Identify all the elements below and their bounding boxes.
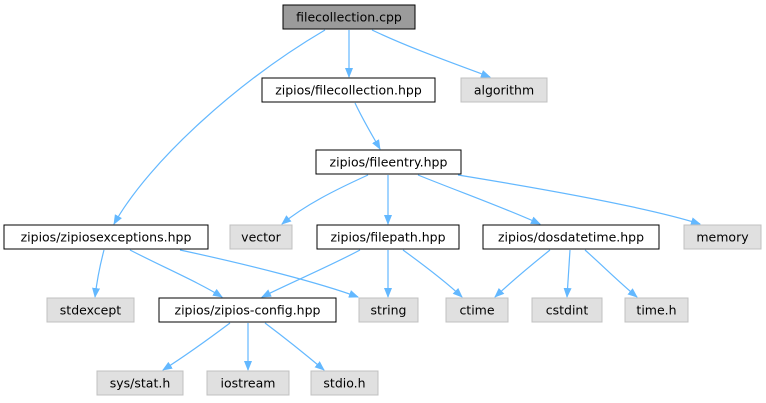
node-box [358, 297, 419, 323]
node-box [624, 297, 689, 323]
node-label: zipios/dosdatetime.hpp [498, 230, 644, 245]
node-string: string [358, 297, 419, 323]
edges-layer [92, 29, 701, 371]
edge-arrow [584, 249, 638, 298]
edge-zipios_config_hpp-to-stdio_h [264, 322, 325, 371]
edge-arrow [162, 322, 231, 371]
node-label: algorithm [474, 83, 534, 98]
edge-zipios_dosdatetime_hpp-to-ctime [494, 249, 551, 298]
node-stdexcept: stdexcept [46, 297, 135, 323]
node-zipios_zipiosexceptions_hpp[interactable]: zipios/zipiosexceptions.hpp [3, 224, 209, 250]
node-label: zipios/fileentry.hpp [330, 155, 448, 170]
edge-zipios_fileentry_hpp-to-vector [281, 174, 369, 225]
node-vector: vector [229, 224, 293, 250]
node-label: iostream [221, 376, 276, 391]
edge-arrow [129, 249, 223, 298]
edge-zipios_dosdatetime_hpp-to-cstdint [563, 249, 572, 298]
node-label: ctime [459, 303, 494, 318]
node-label: stdexcept [60, 303, 121, 318]
edge-arrow [457, 174, 701, 226]
edge-arrow [563, 249, 572, 298]
node-algorithm: algorithm [460, 77, 548, 103]
node-zipios_config_hpp[interactable]: zipios/zipios-config.hpp [158, 297, 337, 323]
node-cstdint: cstdint [531, 297, 603, 323]
node-label: zipios/filecollection.hpp [275, 83, 422, 98]
edge-zipios_fileentry_hpp-to-memory [457, 174, 701, 226]
node-label: filecollection.cpp [296, 10, 402, 25]
node-box [229, 224, 293, 250]
node-zipios_filepath_hpp[interactable]: zipios/filepath.hpp [316, 224, 460, 250]
edge-arrow [264, 322, 325, 371]
edge-arrow [354, 102, 381, 150]
edge-arrow [92, 249, 105, 298]
node-sys_stat_h: sys/stat.h [96, 370, 184, 396]
node-time_h: time.h [624, 297, 689, 323]
node-label: time.h [636, 303, 676, 318]
node-box [282, 4, 416, 30]
edge-arrow [113, 29, 326, 225]
node-box [310, 370, 379, 396]
node-box [460, 77, 548, 103]
node-box [316, 224, 460, 250]
node-zipios_dosdatetime_hpp[interactable]: zipios/dosdatetime.hpp [482, 224, 660, 250]
edge-filecollection_cpp-to-algorithm [371, 29, 491, 78]
node-label: stdio.h [323, 376, 365, 391]
edge-arrow [179, 249, 359, 298]
node-box [445, 297, 509, 323]
edge-arrow [281, 174, 369, 225]
node-label: zipios/filepath.hpp [330, 230, 445, 245]
node-ctime: ctime [445, 297, 509, 323]
node-label: sys/stat.h [110, 376, 171, 391]
node-label: zipios/zipiosexceptions.hpp [21, 230, 192, 245]
node-label: memory [696, 230, 749, 245]
node-label: vector [241, 230, 282, 245]
node-box [158, 297, 337, 323]
edge-zipios_fileentry_hpp-to-zipios_dosdatetime_hpp [417, 174, 541, 225]
edge-zipios_zipiosexceptions_hpp-to-stdexcept [92, 249, 105, 298]
edge-zipios_zipiosexceptions_hpp-to-string [179, 249, 359, 298]
edge-zipios_zipiosexceptions_hpp-to-zipios_config_hpp [129, 249, 223, 298]
edge-zipios_filepath_hpp-to-ctime [402, 249, 463, 298]
edge-arrow [494, 249, 551, 298]
node-box [206, 370, 290, 396]
node-box [46, 297, 135, 323]
node-box [96, 370, 184, 396]
node-box [482, 224, 660, 250]
node-box [261, 77, 436, 103]
node-box [531, 297, 603, 323]
node-label: string [371, 303, 407, 318]
node-zipios_fileentry_hpp[interactable]: zipios/fileentry.hpp [315, 149, 462, 175]
edge-arrow [371, 29, 491, 78]
node-box [315, 149, 462, 175]
edge-zipios_config_hpp-to-sys_stat_h [162, 322, 231, 371]
edge-arrow [402, 249, 463, 298]
edge-zipios_dosdatetime_hpp-to-time_h [584, 249, 638, 298]
node-box [3, 224, 209, 250]
node-iostream: iostream [206, 370, 290, 396]
edge-zipios_filepath_hpp-to-zipios_config_hpp [261, 249, 361, 298]
node-filecollection_cpp[interactable]: filecollection.cpp [282, 4, 416, 30]
edge-arrow [261, 249, 361, 298]
node-zipios_filecollection_hpp[interactable]: zipios/filecollection.hpp [261, 77, 436, 103]
node-label: zipios/zipios-config.hpp [175, 303, 321, 318]
node-box [683, 224, 762, 250]
node-stdio_h: stdio.h [310, 370, 379, 396]
edge-zipios_filecollection_hpp-to-zipios_fileentry_hpp [354, 102, 381, 150]
node-memory: memory [683, 224, 762, 250]
edge-arrow [417, 174, 541, 225]
node-label: cstdint [546, 303, 589, 318]
nodes-layer: filecollection.cpp zipios/filecollection.… [3, 4, 762, 396]
edge-filecollection_cpp-to-zipios_zipiosexceptions_hpp [113, 29, 326, 225]
